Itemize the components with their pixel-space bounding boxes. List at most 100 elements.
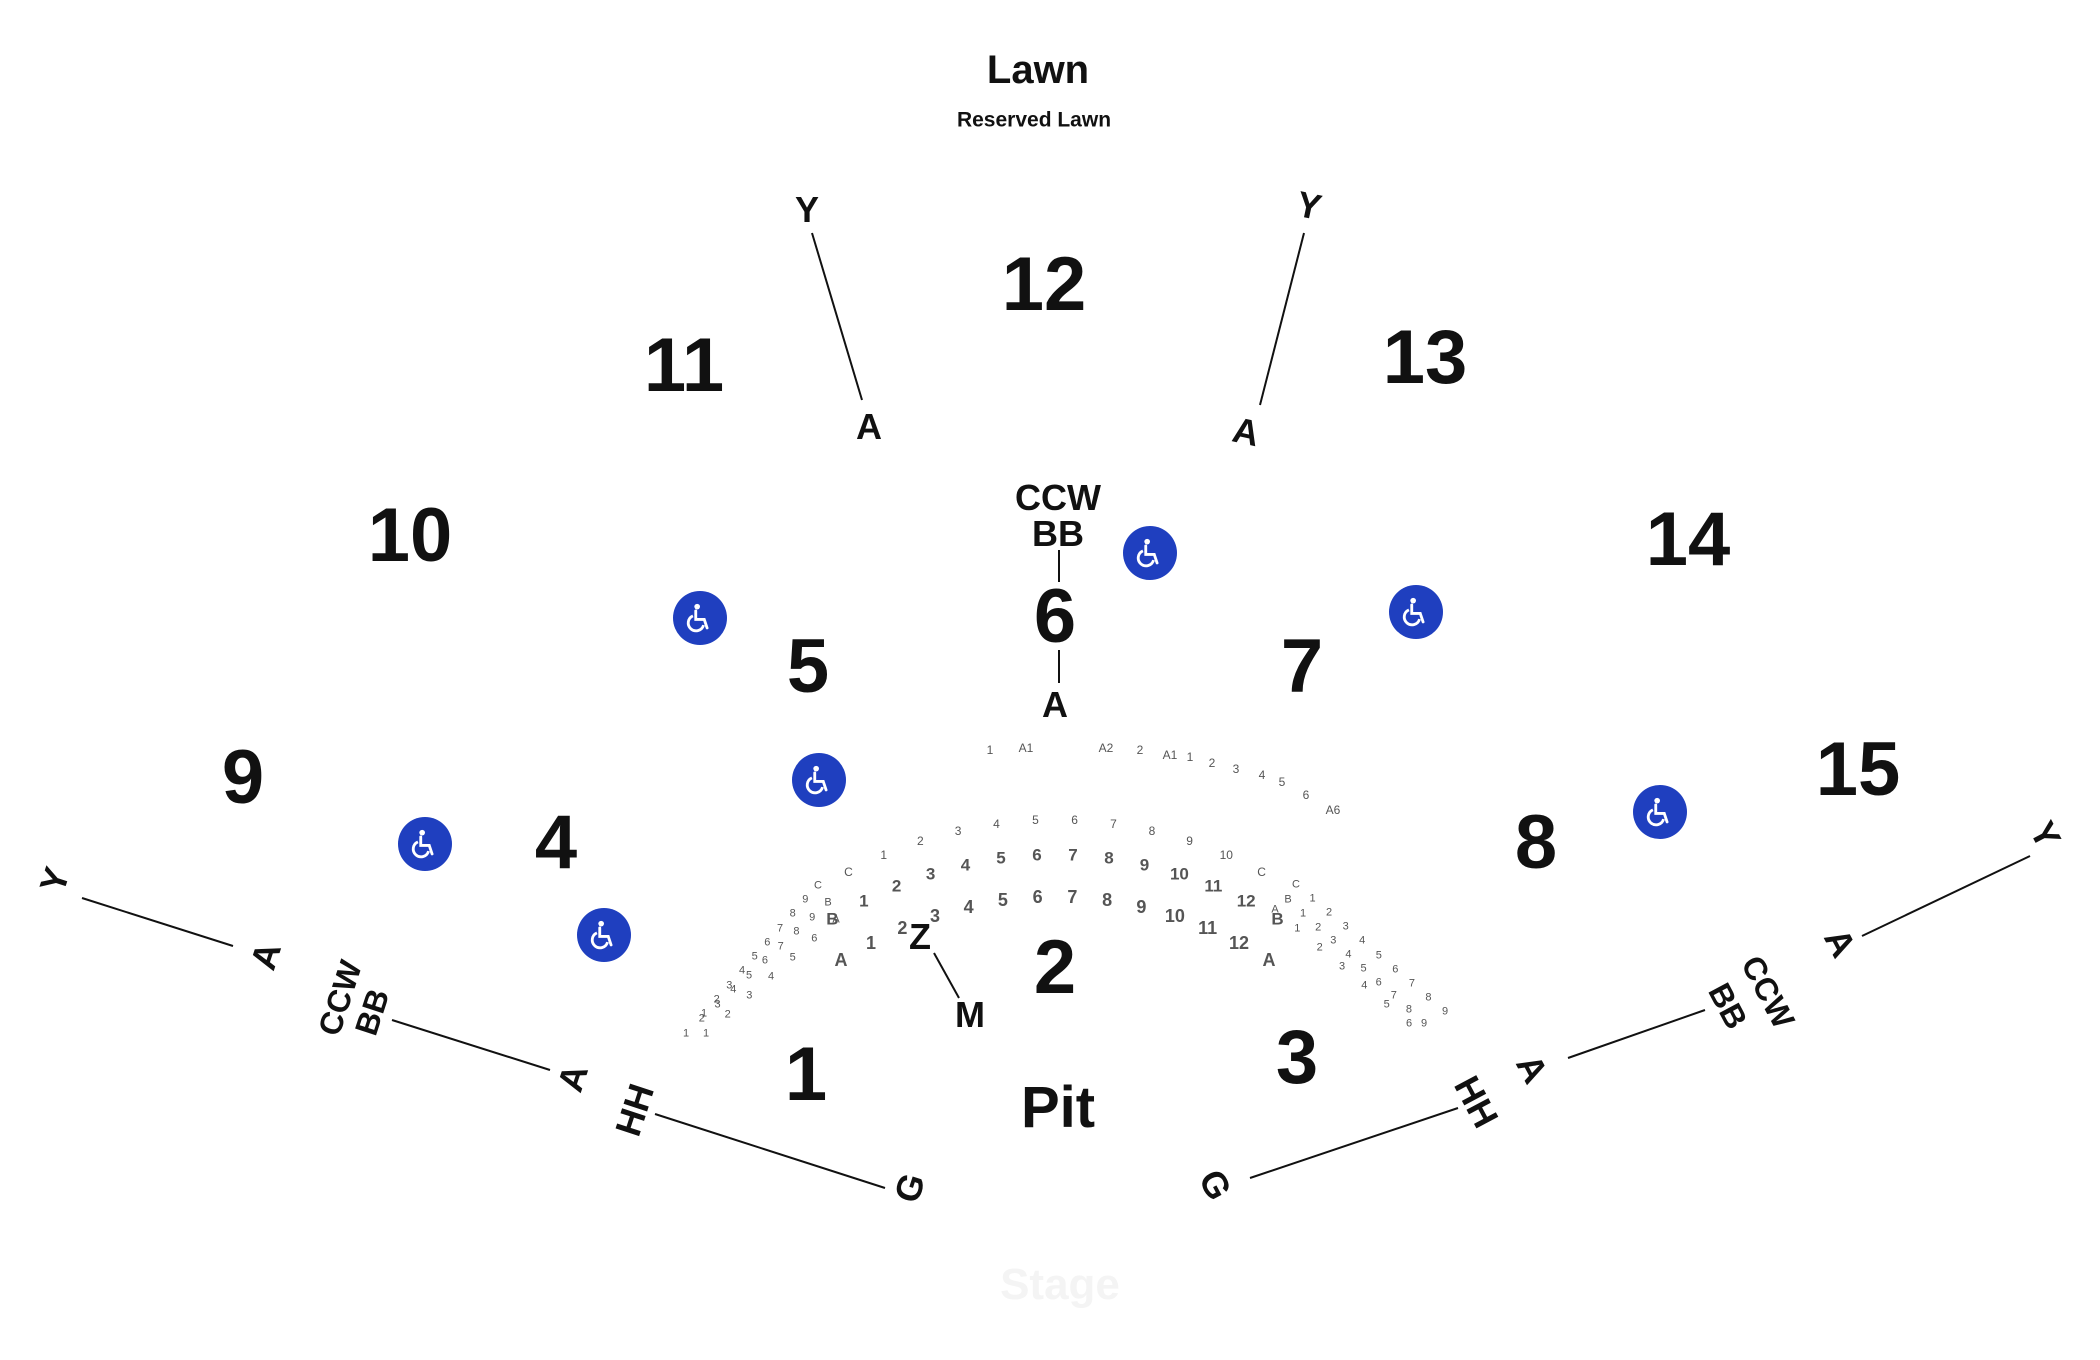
row-label-m: M (955, 994, 985, 1035)
seat-number: 8 (1405, 1003, 1412, 1016)
section-15[interactable]: 15 (1815, 727, 1901, 812)
seat-number: 5 (1032, 813, 1039, 828)
wheelchair-icon (792, 753, 846, 807)
seat-number: 3 (1338, 960, 1346, 973)
seat-number: 5 (1383, 998, 1390, 1011)
seat-number: 6 (1032, 887, 1043, 908)
seat-number: 9 (1420, 1017, 1428, 1030)
seat-number: 7 (1408, 977, 1415, 990)
row-label-a: A (1042, 684, 1068, 725)
seat-number: 12 (1236, 891, 1256, 911)
section-3[interactable]: 3 (1275, 1015, 1319, 1100)
seat-number: 5 (746, 969, 753, 982)
seat-number: 1 (1186, 750, 1194, 764)
seat-number: 4 (1345, 948, 1352, 961)
seat-number: A (834, 950, 848, 971)
seat-number: 6 (764, 936, 771, 949)
seat-number: 6 (1392, 963, 1399, 976)
seat-number: 9 (802, 893, 809, 906)
seat-number: 8 (1102, 890, 1113, 911)
seat-number: 6 (811, 932, 818, 945)
wheelchair-icon (673, 591, 727, 645)
seat-number: 1 (1309, 892, 1316, 905)
seat-number: 2 (891, 876, 902, 896)
seat-number: A (1271, 903, 1279, 916)
seat-number: C (1292, 878, 1300, 891)
seat-number: 5 (996, 848, 1006, 868)
seat-number: 7 (1068, 845, 1078, 865)
seat-number: B (824, 896, 832, 909)
section-11[interactable]: 11 (643, 323, 725, 408)
seat-number: 2 (1326, 906, 1333, 919)
row-line-11-12 (811, 232, 863, 401)
seat-number: A1 (1162, 748, 1178, 762)
seat-number: 1 (1300, 907, 1307, 920)
section-4[interactable]: 4 (534, 800, 578, 885)
seat-number: 6 (1071, 813, 1078, 828)
seat-number: A2 (1098, 741, 1114, 755)
seat-number: 3 (726, 979, 733, 992)
row-line-left-mid (391, 1019, 551, 1071)
seat-number: 1 (700, 1007, 708, 1020)
seat-number: 8 (789, 907, 796, 920)
seat-number: 7 (1110, 816, 1117, 831)
seat-number: 11 (1198, 917, 1218, 938)
seat-number: 2 (1316, 941, 1323, 954)
seat-number: 3 (954, 823, 962, 838)
seat-number: 2 (698, 1012, 705, 1025)
row-line-right-lower (1249, 1107, 1459, 1179)
seat-number: 4 (1359, 934, 1366, 947)
seat-number: C (1257, 864, 1266, 879)
section-6[interactable]: 6 (1033, 574, 1077, 659)
seat-number: 5 (1375, 949, 1382, 962)
section-12[interactable]: 12 (1001, 242, 1087, 327)
section-pit[interactable]: Pit (1020, 1075, 1096, 1140)
seat-number: 4 (738, 964, 746, 977)
seat-number: 9 (809, 911, 816, 924)
section-9[interactable]: 9 (221, 735, 265, 820)
section-2[interactable]: 2 (1033, 925, 1077, 1010)
row-line-right-mid (1567, 1009, 1706, 1059)
seat-number: 3 (746, 989, 753, 1002)
wheelchair-icon (577, 908, 631, 962)
section-1[interactable]: 1 (784, 1032, 828, 1117)
section-14[interactable]: 14 (1645, 497, 1731, 582)
seat-number: 8 (1104, 848, 1114, 868)
section-7[interactable]: 7 (1280, 624, 1324, 709)
seat-number: 9 (1441, 1005, 1449, 1018)
seat-number: 3 (1330, 934, 1337, 947)
seat-number: 1 (865, 932, 876, 953)
seat-number: 2 (897, 917, 908, 938)
wheelchair-icon (1633, 785, 1687, 839)
seat-number: 4 (1361, 979, 1368, 992)
row-label-a: A (856, 406, 882, 447)
seat-number: 1 (859, 891, 869, 911)
section-8[interactable]: 8 (1514, 800, 1558, 885)
seat-number: 4 (767, 970, 775, 983)
seat-number: 4 (993, 816, 1000, 831)
seat-number: 6 (1405, 1017, 1413, 1030)
row-line-left-lower (654, 1113, 886, 1189)
seat-number: 4 (1258, 768, 1266, 782)
seat-number: 7 (777, 940, 784, 953)
seat-number: 5 (1278, 775, 1286, 789)
map-title: Lawn (986, 48, 1090, 92)
row-label-bb: BB (1032, 513, 1084, 554)
seat-number: 5 (997, 890, 1008, 911)
seat-number: 8 (1425, 991, 1432, 1004)
seat-number: 5 (1360, 962, 1367, 975)
seat-number: 2 (713, 993, 720, 1006)
seat-number: 4 (960, 855, 971, 875)
seat-number: B (1284, 893, 1292, 906)
seat-number: 5 (751, 950, 758, 963)
seat-number: 10 (1164, 905, 1185, 926)
seat-number: A6 (1325, 803, 1341, 817)
seat-number: 7 (1390, 989, 1397, 1002)
section-13[interactable]: 13 (1382, 315, 1468, 400)
seat-number: 1 (986, 743, 994, 757)
section-10[interactable]: 10 (367, 493, 453, 578)
section-5[interactable]: 5 (786, 624, 830, 709)
seat-number: B (1271, 909, 1284, 929)
